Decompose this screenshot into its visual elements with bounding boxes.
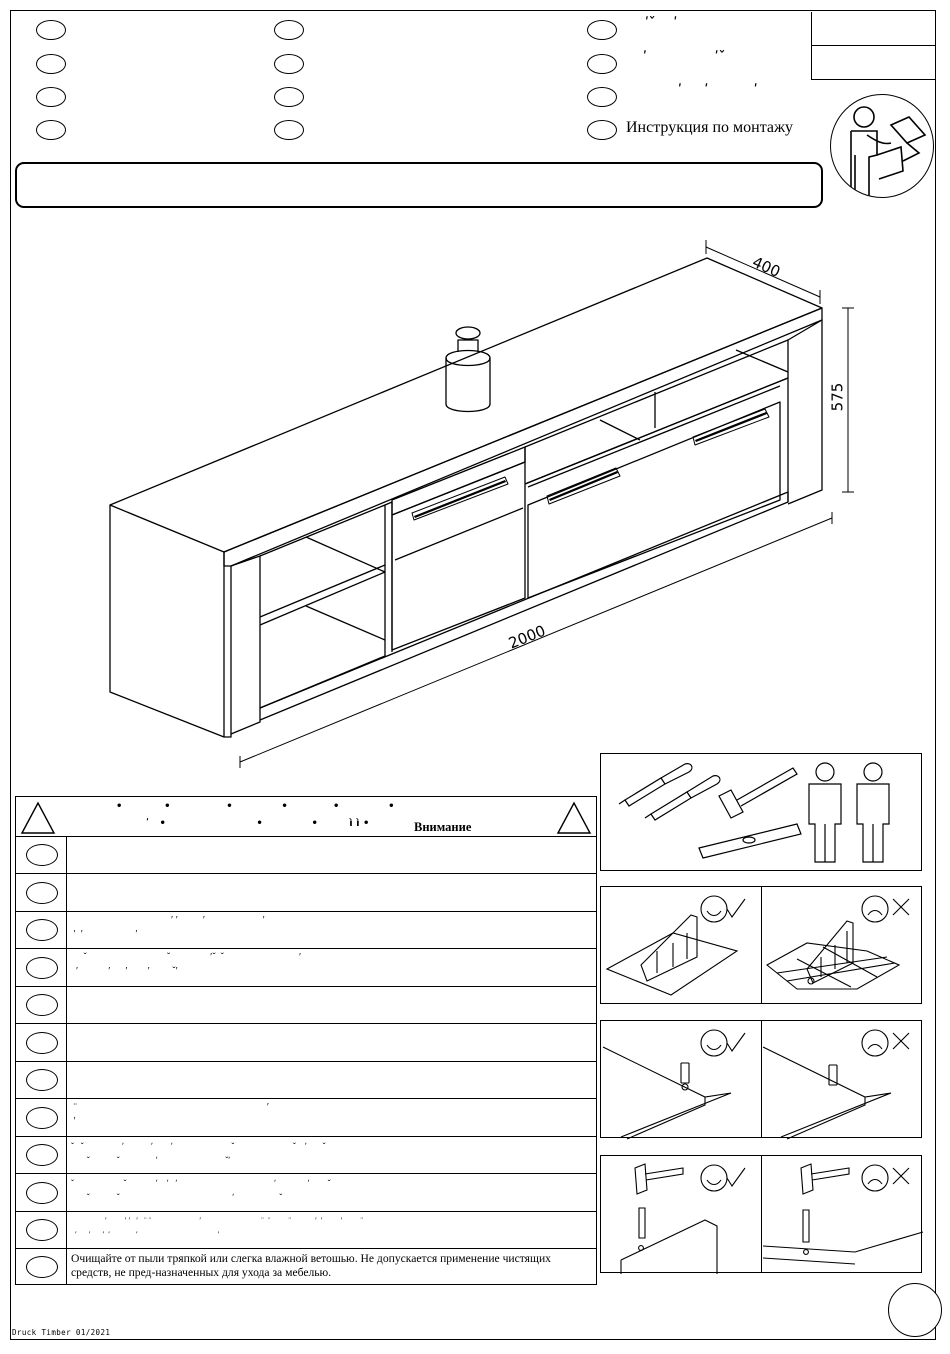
language-label-marks: ʹ ʹˇ: [643, 50, 726, 65]
happy-face-icon: [700, 1164, 728, 1192]
surface-panel: [600, 886, 922, 1004]
language-oval: [587, 54, 617, 74]
happy-face-icon: [700, 1029, 728, 1057]
height-dimension: 575: [828, 382, 847, 412]
language-label-marks: ʹ ʹ ʹ: [678, 83, 758, 98]
read-instructions-icon: [830, 94, 934, 198]
cross-icon: [892, 1032, 910, 1050]
language-oval: [36, 54, 66, 74]
warning-row: [16, 1024, 596, 1062]
warning-row: [16, 1062, 596, 1099]
language-oval: [274, 54, 304, 74]
warning-marks-bottom: ʹ • • • ì ì •: [146, 818, 370, 829]
hammer-dowel-panel: [600, 1155, 924, 1274]
warning-row: ʹ ʹ ʹ ʹ ¨ ¨ ʹ ¨ ¨ ¨ ʹ ʹ ʹ ¨ ʹ ʹ ʹ ʹ ʹ: [16, 1212, 596, 1249]
print-code: Druck Timber 01/2021: [12, 1328, 111, 1337]
check-icon: [726, 1032, 746, 1052]
warning-header: • • • • • • ʹ • • • ì ì • Внимание: [16, 797, 596, 837]
two-persons-icon: [808, 762, 890, 863]
warning-title: Внимание: [414, 820, 472, 834]
language-oval: [36, 120, 66, 140]
language-oval: [274, 87, 304, 107]
dowel-panel: [600, 1020, 922, 1140]
screwdriver-icon: [644, 775, 721, 821]
language-oval: [587, 120, 617, 140]
warning-row: [16, 874, 596, 912]
warning-row: ¨ ʹ ʹ: [16, 1099, 596, 1137]
language-oval: [36, 87, 66, 107]
cross-icon: [892, 898, 910, 916]
warning-triangle-icon: [20, 801, 592, 834]
corner-box: [811, 12, 935, 80]
title-bar: [15, 162, 823, 208]
warning-row: ˇ ˇ ʹˇ ˇ ʹ ʹ ʹ ʹ ʹ ˇʹ: [16, 949, 596, 987]
language-oval: [36, 20, 66, 40]
page-frame: [10, 10, 936, 1340]
sad-face-icon: [861, 1164, 889, 1192]
warning-marks-top: • • • • • •: [116, 801, 395, 812]
language-oval: [274, 20, 304, 40]
sad-face-icon: [861, 1029, 889, 1057]
language-label-marks: ʹˇ ʹ: [645, 16, 678, 31]
language-oval: [274, 120, 304, 140]
screwdriver-icon: [618, 763, 693, 807]
spirit-level-icon: [698, 823, 802, 859]
instruction-label: Инструкция по монтажу: [626, 119, 794, 136]
cross-icon: [892, 1167, 910, 1185]
warning-row-care: Очищайте от пыли тряпкой или слегка влаж…: [16, 1249, 596, 1285]
tools-panel: [600, 753, 922, 871]
warning-row: ˇ ˇ ʹ ʹ ʹ ˇ ˇ ʹ ˇ ˇ ˇ ʹ ˇʹ: [16, 1137, 596, 1174]
warning-row: [16, 987, 596, 1024]
care-instructions: Очищайте от пыли тряпкой или слегка влаж…: [71, 1252, 551, 1279]
warning-row: ʹ ʹ ʹ ʹ ʹ ʹ ʹ: [16, 912, 596, 949]
tv-cabinet-drawing: [109, 240, 854, 768]
check-icon: [726, 1167, 746, 1187]
check-icon: [726, 898, 746, 918]
hammer-icon: [718, 767, 798, 819]
page-number-circle: [888, 1283, 942, 1337]
happy-face-icon: [700, 895, 728, 923]
language-oval: [587, 87, 617, 107]
warning-table: • • • • • • ʹ • • • ì ì • Внимание: [15, 796, 597, 1285]
warning-row: [16, 836, 596, 874]
sad-face-icon: [861, 895, 889, 923]
language-oval: [587, 20, 617, 40]
warning-row: ˇ ˇ ʹ ʹ ʹ ʹ ʹ ˇ ˇ ˇ ʹ: [16, 1174, 596, 1212]
